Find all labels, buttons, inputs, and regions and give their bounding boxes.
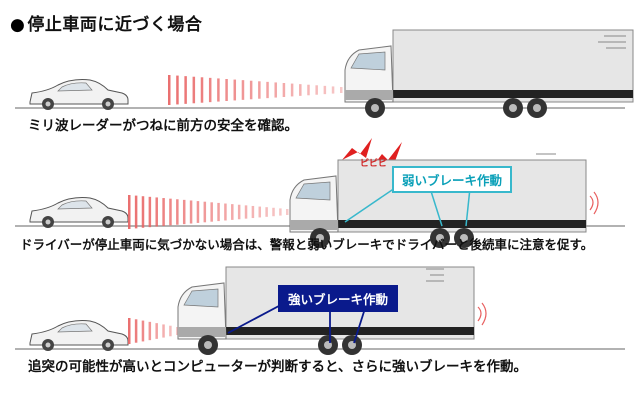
radar-wave (162, 324, 165, 338)
radar-wave (225, 79, 228, 101)
title-bullet: ● (10, 15, 26, 35)
motion-lines (426, 268, 444, 282)
radar-wave (189, 200, 193, 224)
caption-1: ミリ波レーダーがつねに前方の安全を確認。 (28, 118, 298, 134)
caption-2: ドライバーが停止車両に気づかない場合は、警報と弱いブレーキでドライバーと後続車に… (20, 237, 594, 252)
radar-wave (128, 195, 131, 229)
radar-beam (128, 318, 179, 344)
radar-beam (128, 195, 289, 229)
radar-wave (217, 78, 220, 102)
radar-wave (141, 320, 145, 342)
weak-brake-label: 弱いブレーキ作動 (392, 166, 513, 193)
radar-wave (258, 81, 261, 99)
car-icon (29, 79, 129, 110)
radar-wave (148, 196, 152, 228)
car-icon (29, 320, 129, 351)
radar-wave (299, 84, 302, 96)
radar-wave (203, 201, 207, 223)
radar-wave (237, 204, 241, 220)
radar-wave (141, 196, 145, 228)
title-text: 停止車両に近づく場合 (27, 15, 203, 35)
page-title: ●停止車両に近づく場合 (10, 10, 202, 35)
panel-warning-weak-brake: ピピピ 弱いブレーキ作動 ドライバーが停止車両に気づかない場合は、警報と弱いブレ… (0, 130, 640, 255)
radar-wave (168, 75, 171, 105)
radar-wave (340, 87, 343, 93)
radar-wave (241, 80, 245, 100)
panel-strong-brake: 強いブレーキ作動 追突の可能性が高いとコンピューターが判断すると、さらに強いブレ… (0, 255, 640, 380)
radar-wave (182, 199, 186, 225)
strong-brake-label: 強いブレーキ作動 (278, 285, 399, 312)
radar-wave (331, 86, 335, 94)
scene-1 (15, 29, 634, 118)
brake-light-glow (589, 191, 599, 215)
radar-wave (244, 205, 248, 219)
radar-wave (279, 208, 282, 216)
radar-wave (148, 321, 152, 341)
radar-wave (274, 82, 277, 98)
radar-wave (176, 75, 179, 105)
car-icon (29, 197, 129, 228)
radar-wave (155, 323, 158, 339)
radar-wave (282, 83, 286, 97)
radar-wave (231, 204, 234, 220)
radar-wave (176, 327, 179, 335)
radar-wave (265, 207, 268, 217)
radar-wave (323, 85, 327, 95)
radar-wave (184, 76, 187, 104)
radar-wave (258, 206, 262, 218)
brake-light-glow (477, 302, 487, 326)
radar-wave (307, 84, 310, 96)
alert-beep-text: ピピピ (360, 159, 388, 169)
radar-wave (134, 195, 138, 229)
radar-wave (217, 202, 220, 222)
pointer-lines (344, 187, 471, 227)
radar-wave (196, 201, 200, 223)
truck-icon (344, 29, 634, 118)
radar-wave (210, 202, 213, 222)
radar-wave (272, 207, 275, 217)
radar-wave (128, 318, 131, 344)
radar-wave (233, 79, 237, 101)
radar-wave (224, 203, 227, 221)
radar-wave (200, 77, 204, 103)
radar-beam (168, 75, 343, 105)
motion-lines (536, 153, 556, 161)
radar-wave (169, 325, 172, 337)
radar-wave (286, 209, 289, 215)
panel-radar-monitoring: ミリ波レーダーがつねに前方の安全を確認。 (0, 20, 640, 134)
radar-wave (266, 81, 269, 99)
motion-lines (598, 29, 626, 49)
caption-3: 追突の可能性が高いとコンピューターが判断すると、さらに強いブレーキを作動。 (28, 359, 527, 375)
radar-wave (162, 198, 165, 226)
radar-wave (249, 80, 253, 100)
radar-wave (155, 197, 158, 227)
radar-wave (192, 76, 196, 104)
radar-wave (176, 199, 179, 225)
radar-wave (315, 85, 318, 95)
radar-wave (169, 198, 172, 226)
radar-wave (208, 77, 212, 103)
radar-wave (251, 205, 255, 219)
radar-wave (134, 319, 138, 343)
radar-wave (290, 83, 294, 97)
